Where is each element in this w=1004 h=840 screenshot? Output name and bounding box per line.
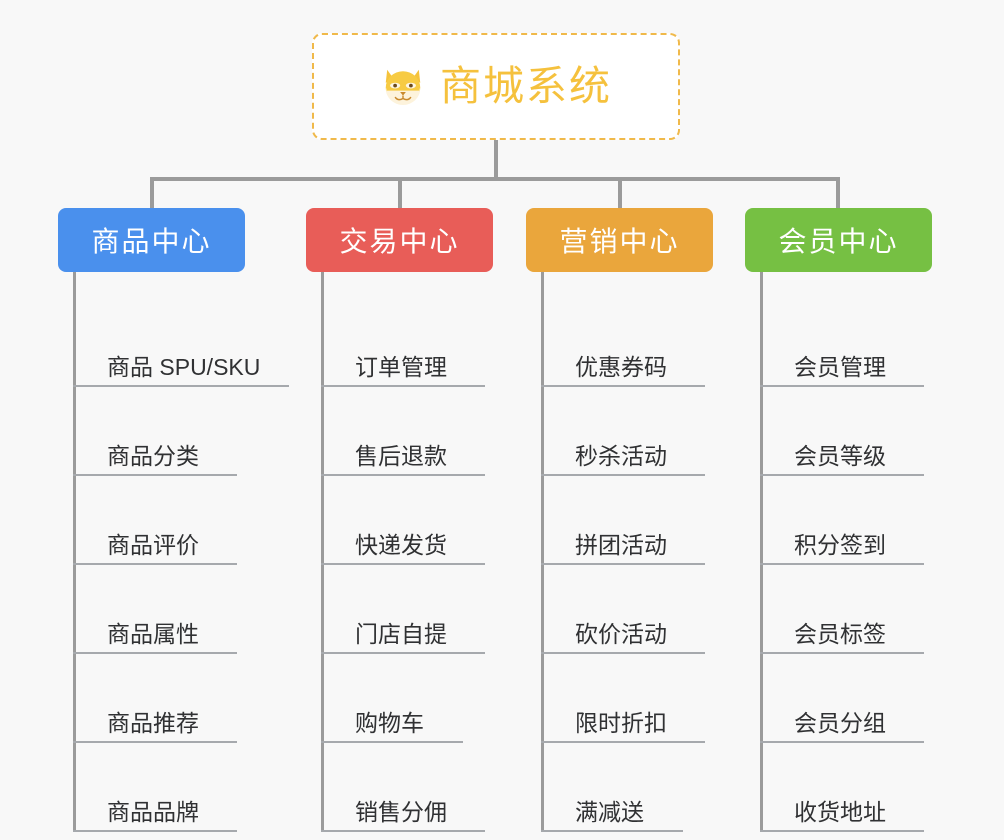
- leaf-underline: [541, 652, 705, 654]
- leaf-label: 门店自提: [355, 620, 447, 647]
- leaf-underline: [760, 652, 924, 654]
- list-item[interactable]: 会员等级: [760, 387, 932, 476]
- leaf-label: 秒杀活动: [575, 442, 667, 469]
- column-spine-1: [321, 272, 324, 832]
- list-item[interactable]: 商品 SPU/SKU: [73, 298, 289, 387]
- leaf-underline: [321, 830, 485, 832]
- leaf-underline: [73, 652, 237, 654]
- leaf-underline: [541, 385, 705, 387]
- leaf-underline: [541, 741, 705, 743]
- leaf-underline: [73, 474, 237, 476]
- leaf-label: 商品 SPU/SKU: [107, 353, 261, 380]
- category-header-1[interactable]: 交易中心: [306, 208, 493, 272]
- column-spine-3: [760, 272, 763, 832]
- leaf-underline: [73, 741, 237, 743]
- leaf-label: 订单管理: [355, 353, 447, 380]
- list-item[interactable]: 会员标签: [760, 565, 932, 654]
- root-title: 商城系统: [440, 63, 612, 109]
- leaf-label: 售后退款: [355, 442, 447, 469]
- list-item[interactable]: 拼团活动: [541, 476, 713, 565]
- leaf-label: 商品评价: [107, 531, 199, 558]
- list-item[interactable]: 会员分组: [760, 654, 932, 743]
- category-header-2[interactable]: 营销中心: [526, 208, 713, 272]
- column-spine-0: [73, 272, 76, 832]
- leaf-label: 商品分类: [107, 442, 199, 469]
- leaf-label: 快递发货: [355, 531, 447, 558]
- list-item[interactable]: 积分签到: [760, 476, 932, 565]
- leaf-underline: [321, 741, 463, 743]
- list-item[interactable]: 购物车: [321, 654, 493, 743]
- leaf-label: 拼团活动: [575, 531, 667, 558]
- category-header-0[interactable]: 商品中心: [58, 208, 245, 272]
- category-header-3[interactable]: 会员中心: [745, 208, 932, 272]
- leaf-label: 商品品牌: [107, 798, 199, 825]
- leaf-underline: [541, 563, 705, 565]
- leaf-underline: [760, 563, 924, 565]
- leaf-underline: [321, 563, 485, 565]
- leaf-label: 销售分佣: [355, 798, 447, 825]
- category-column-member-center: 会员中心 会员管理 会员等级 积分签到 会员标签 会员分组: [745, 208, 932, 832]
- leaf-underline: [541, 830, 683, 832]
- connector-drop-column-1: [150, 177, 154, 210]
- list-item[interactable]: 收货地址: [760, 743, 932, 832]
- list-item[interactable]: 商品属性: [73, 565, 245, 654]
- leaf-label: 商品属性: [107, 620, 199, 647]
- leaf-underline: [321, 474, 485, 476]
- leaf-label: 收货地址: [794, 798, 886, 825]
- list-item[interactable]: 会员管理: [760, 298, 932, 387]
- leaf-list-0: 商品 SPU/SKU 商品分类 商品评价 商品属性 商品推荐 商品品牌: [73, 272, 289, 832]
- category-column-product-center: 商品中心 商品 SPU/SKU 商品分类 商品评价 商品属性 商品推荐: [58, 208, 289, 832]
- list-item[interactable]: 商品推荐: [73, 654, 245, 743]
- column-spine-2: [541, 272, 544, 832]
- connector-drop-column-2: [398, 177, 402, 210]
- connector-drop-column-3: [618, 177, 622, 210]
- leaf-underline: [321, 385, 485, 387]
- leaf-label: 积分签到: [794, 531, 886, 558]
- list-item[interactable]: 秒杀活动: [541, 387, 713, 476]
- list-item[interactable]: 砍价活动: [541, 565, 713, 654]
- connector-horizontal-bus: [150, 177, 840, 181]
- leaf-label: 会员管理: [794, 353, 886, 380]
- shiba-dog-face-icon: [380, 64, 426, 110]
- root-node-mall-system[interactable]: 商城系统: [312, 33, 680, 140]
- leaf-label: 商品推荐: [107, 709, 199, 736]
- leaf-underline: [760, 474, 924, 476]
- leaf-label: 限时折扣: [575, 709, 667, 736]
- list-item[interactable]: 快递发货: [321, 476, 493, 565]
- list-item[interactable]: 销售分佣: [321, 743, 493, 832]
- list-item[interactable]: 商品分类: [73, 387, 245, 476]
- leaf-underline: [73, 385, 289, 387]
- leaf-underline: [541, 474, 705, 476]
- leaf-underline: [760, 385, 924, 387]
- leaf-label: 优惠券码: [575, 353, 667, 380]
- list-item[interactable]: 限时折扣: [541, 654, 713, 743]
- leaf-underline: [760, 741, 924, 743]
- leaf-label: 会员分组: [794, 709, 886, 736]
- connector-root-stem: [494, 140, 498, 179]
- list-item[interactable]: 商品品牌: [73, 743, 245, 832]
- connector-drop-column-4: [836, 177, 840, 210]
- category-column-marketing-center: 营销中心 优惠券码 秒杀活动 拼团活动 砍价活动 限时折扣: [526, 208, 713, 832]
- leaf-underline: [73, 563, 237, 565]
- leaf-list-3: 会员管理 会员等级 积分签到 会员标签 会员分组 收货地址: [760, 272, 932, 832]
- leaf-label: 会员等级: [794, 442, 886, 469]
- leaf-label: 满减送: [575, 798, 644, 825]
- list-item[interactable]: 门店自提: [321, 565, 493, 654]
- leaf-underline: [760, 830, 924, 832]
- list-item[interactable]: 售后退款: [321, 387, 493, 476]
- leaf-label: 砍价活动: [575, 620, 667, 647]
- list-item[interactable]: 优惠券码: [541, 298, 713, 387]
- leaf-label: 购物车: [355, 709, 424, 736]
- list-item[interactable]: 满减送: [541, 743, 713, 832]
- list-item[interactable]: 商品评价: [73, 476, 245, 565]
- list-item[interactable]: 订单管理: [321, 298, 493, 387]
- leaf-underline: [321, 652, 485, 654]
- category-column-trade-center: 交易中心 订单管理 售后退款 快递发货 门店自提 购物车: [306, 208, 493, 832]
- leaf-list-1: 订单管理 售后退款 快递发货 门店自提 购物车 销售分佣: [321, 272, 493, 832]
- leaf-list-2: 优惠券码 秒杀活动 拼团活动 砍价活动 限时折扣 满减送: [541, 272, 713, 832]
- leaf-underline: [73, 830, 237, 832]
- leaf-label: 会员标签: [794, 620, 886, 647]
